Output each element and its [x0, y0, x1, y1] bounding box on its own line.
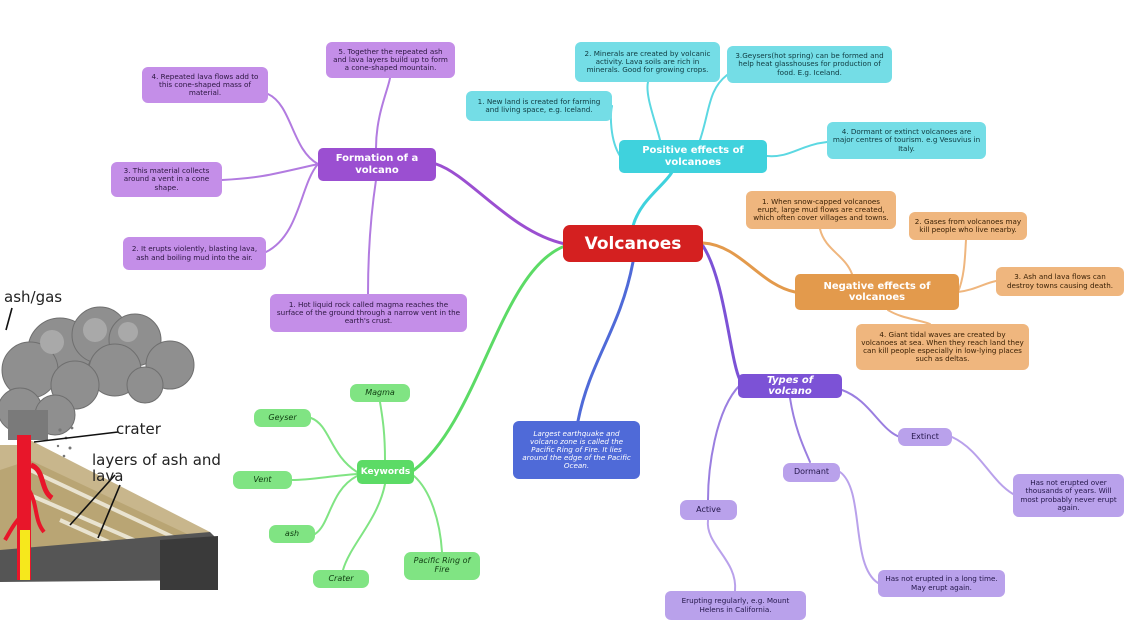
negative-note-4[interactable]: 4. Giant tidal waves are created by volc… — [856, 324, 1029, 370]
keyword-geyser[interactable]: Geyser — [254, 409, 311, 427]
link-central-positive — [631, 170, 674, 228]
link-formation-note3 — [221, 163, 319, 181]
negative-note-2[interactable]: 2. Gases from volcanoes may kill people … — [909, 212, 1027, 240]
keyword-magma[interactable]: Magma — [350, 384, 410, 402]
negative-note-3[interactable]: 3. Ash and lava flows can destroy towns … — [996, 267, 1124, 296]
branch-formation-of-a-volcano[interactable]: Formation of a volcano — [318, 148, 436, 181]
keyword-pacific-ring-of-fire[interactable]: Pacific Ring of Fire — [404, 552, 480, 580]
link-negative-note1 — [819, 228, 853, 275]
link-positive-note3 — [699, 74, 728, 141]
link-central-ring — [576, 260, 635, 423]
keyword-ash[interactable]: ash — [269, 525, 315, 543]
positive-note-1[interactable]: 1. New land is created for farming and l… — [466, 91, 612, 121]
branch-positive-effects[interactable]: Positive effects of volcanoes — [619, 140, 767, 173]
positive-note-3[interactable]: 3.Geysers(hot spring) can be formed and … — [727, 46, 892, 83]
formation-note-3[interactable]: 3. This material collects around a vent … — [111, 162, 222, 197]
ring-of-fire-note[interactable]: Largest earthquake and volcano zone is c… — [513, 421, 640, 479]
link-formation-note2 — [265, 163, 319, 253]
negative-note-1[interactable]: 1. When snow-capped volcanoes erupt, lar… — [746, 191, 896, 229]
link-dormant-note — [839, 471, 879, 584]
central-topic-volcanoes[interactable]: Volcanoes — [563, 225, 703, 262]
link-formation-note5 — [375, 77, 391, 149]
type-dormant[interactable]: Dormant — [783, 463, 840, 482]
illustration-label-ash-gas: ash/gas — [4, 288, 63, 306]
formation-note-1[interactable]: 1. Hot liquid rock called magma reaches … — [270, 294, 467, 332]
link-types-dormant — [789, 397, 811, 463]
link-central-keywords — [412, 244, 567, 472]
volcano-illustration: ash/gas crater layers of ash and lava — [0, 270, 240, 592]
extinct-note[interactable]: Has not erupted over thousands of years.… — [1013, 474, 1124, 517]
link-keywords-ash — [314, 475, 358, 535]
link-keywords-magma — [379, 401, 386, 461]
link-positive-note4 — [766, 141, 828, 158]
branch-keywords[interactable]: Keywords — [357, 460, 414, 484]
formation-note-4[interactable]: 4. Repeated lava flows add to this cone-… — [142, 67, 268, 103]
link-types-extinct — [841, 389, 901, 438]
link-positive-note2 — [646, 81, 661, 141]
formation-note-5[interactable]: 5. Together the repeated ash and lava la… — [326, 42, 455, 78]
type-extinct[interactable]: Extinct — [898, 428, 952, 446]
link-formation-note4 — [267, 93, 319, 165]
link-negative-note2 — [957, 239, 967, 293]
link-extinct-note — [951, 436, 1014, 495]
link-types-active — [707, 384, 741, 501]
link-central-types — [701, 244, 742, 382]
branch-types-of-volcano[interactable]: Types of volcano — [738, 374, 842, 398]
link-negative-note4 — [887, 309, 931, 325]
link-keywords-vent — [291, 473, 358, 481]
type-active[interactable]: Active — [680, 500, 737, 520]
link-keywords-pacific — [413, 475, 443, 553]
link-keywords-geyser — [310, 417, 358, 473]
illustration-label-crater: crater — [116, 420, 161, 438]
link-active-note — [706, 519, 737, 592]
dormant-note[interactable]: Has not erupted in a long time. May erup… — [878, 570, 1005, 597]
positive-note-2[interactable]: 2. Minerals are created by volcanic acti… — [575, 42, 720, 82]
keyword-vent[interactable]: Vent — [233, 471, 292, 489]
link-negative-note3 — [957, 280, 997, 293]
formation-note-2[interactable]: 2. It erupts violently, blasting lava, a… — [123, 237, 266, 270]
positive-note-4[interactable]: 4. Dormant or extinct volcanoes are majo… — [827, 122, 986, 159]
illustration-label-layers: layers of ash and lava — [92, 451, 221, 485]
link-formation-note1 — [367, 179, 377, 295]
branch-negative-effects[interactable]: Negative effects of volcanoes — [795, 274, 959, 310]
keyword-crater[interactable]: Crater — [313, 570, 369, 588]
link-keywords-crater — [342, 483, 386, 571]
link-central-negative — [701, 241, 797, 294]
link-central-formation — [434, 162, 567, 246]
active-note[interactable]: Erupting regularly, e.g. Mount Helens in… — [665, 591, 806, 620]
